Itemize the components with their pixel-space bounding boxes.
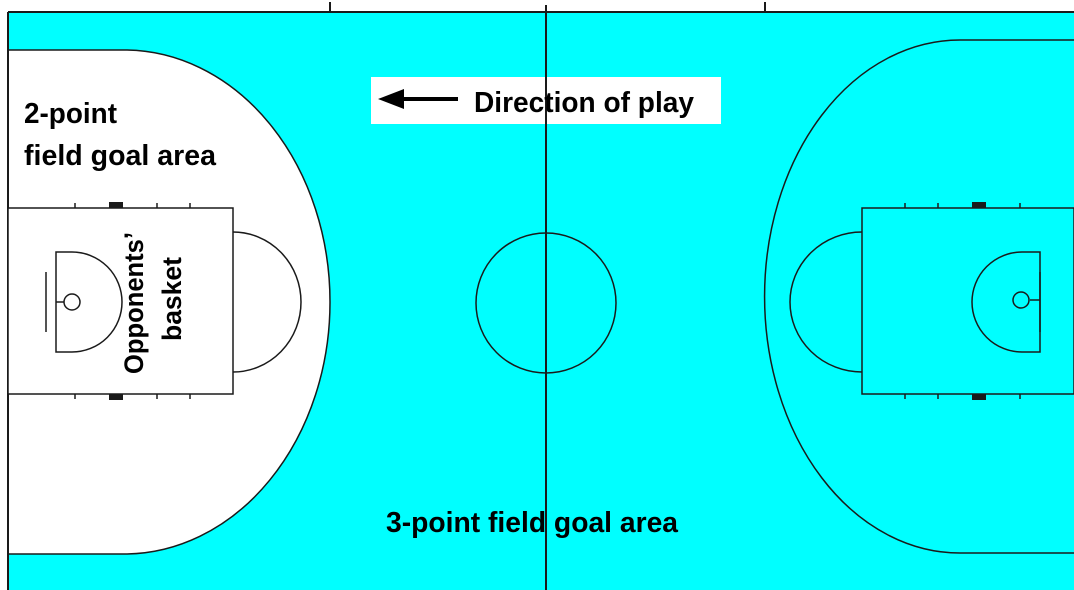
left-neutral-zone-mark-bottom bbox=[109, 394, 123, 400]
right-key bbox=[789, 203, 1074, 399]
opponents-basket-label-line1: Opponents’ bbox=[119, 232, 149, 374]
right-neutral-zone-mark-bottom bbox=[972, 394, 986, 400]
two-point-area-label-line1: 2-point bbox=[24, 98, 117, 130]
right-three-point-arc bbox=[763, 39, 1074, 554]
right-neutral-zone-mark-top bbox=[972, 202, 986, 208]
left-key bbox=[7, 203, 302, 399]
center-circle bbox=[475, 232, 617, 374]
left-neutral-zone-mark-top bbox=[109, 202, 123, 208]
two-point-area-label-line2: field goal area bbox=[24, 140, 217, 172]
direction-of-play-label: Direction of play bbox=[474, 87, 694, 119]
arrow-left-icon bbox=[378, 89, 458, 109]
three-point-area-label: 3-point field goal area bbox=[386, 507, 679, 539]
opponents-basket-label-line2: basket bbox=[157, 257, 187, 341]
